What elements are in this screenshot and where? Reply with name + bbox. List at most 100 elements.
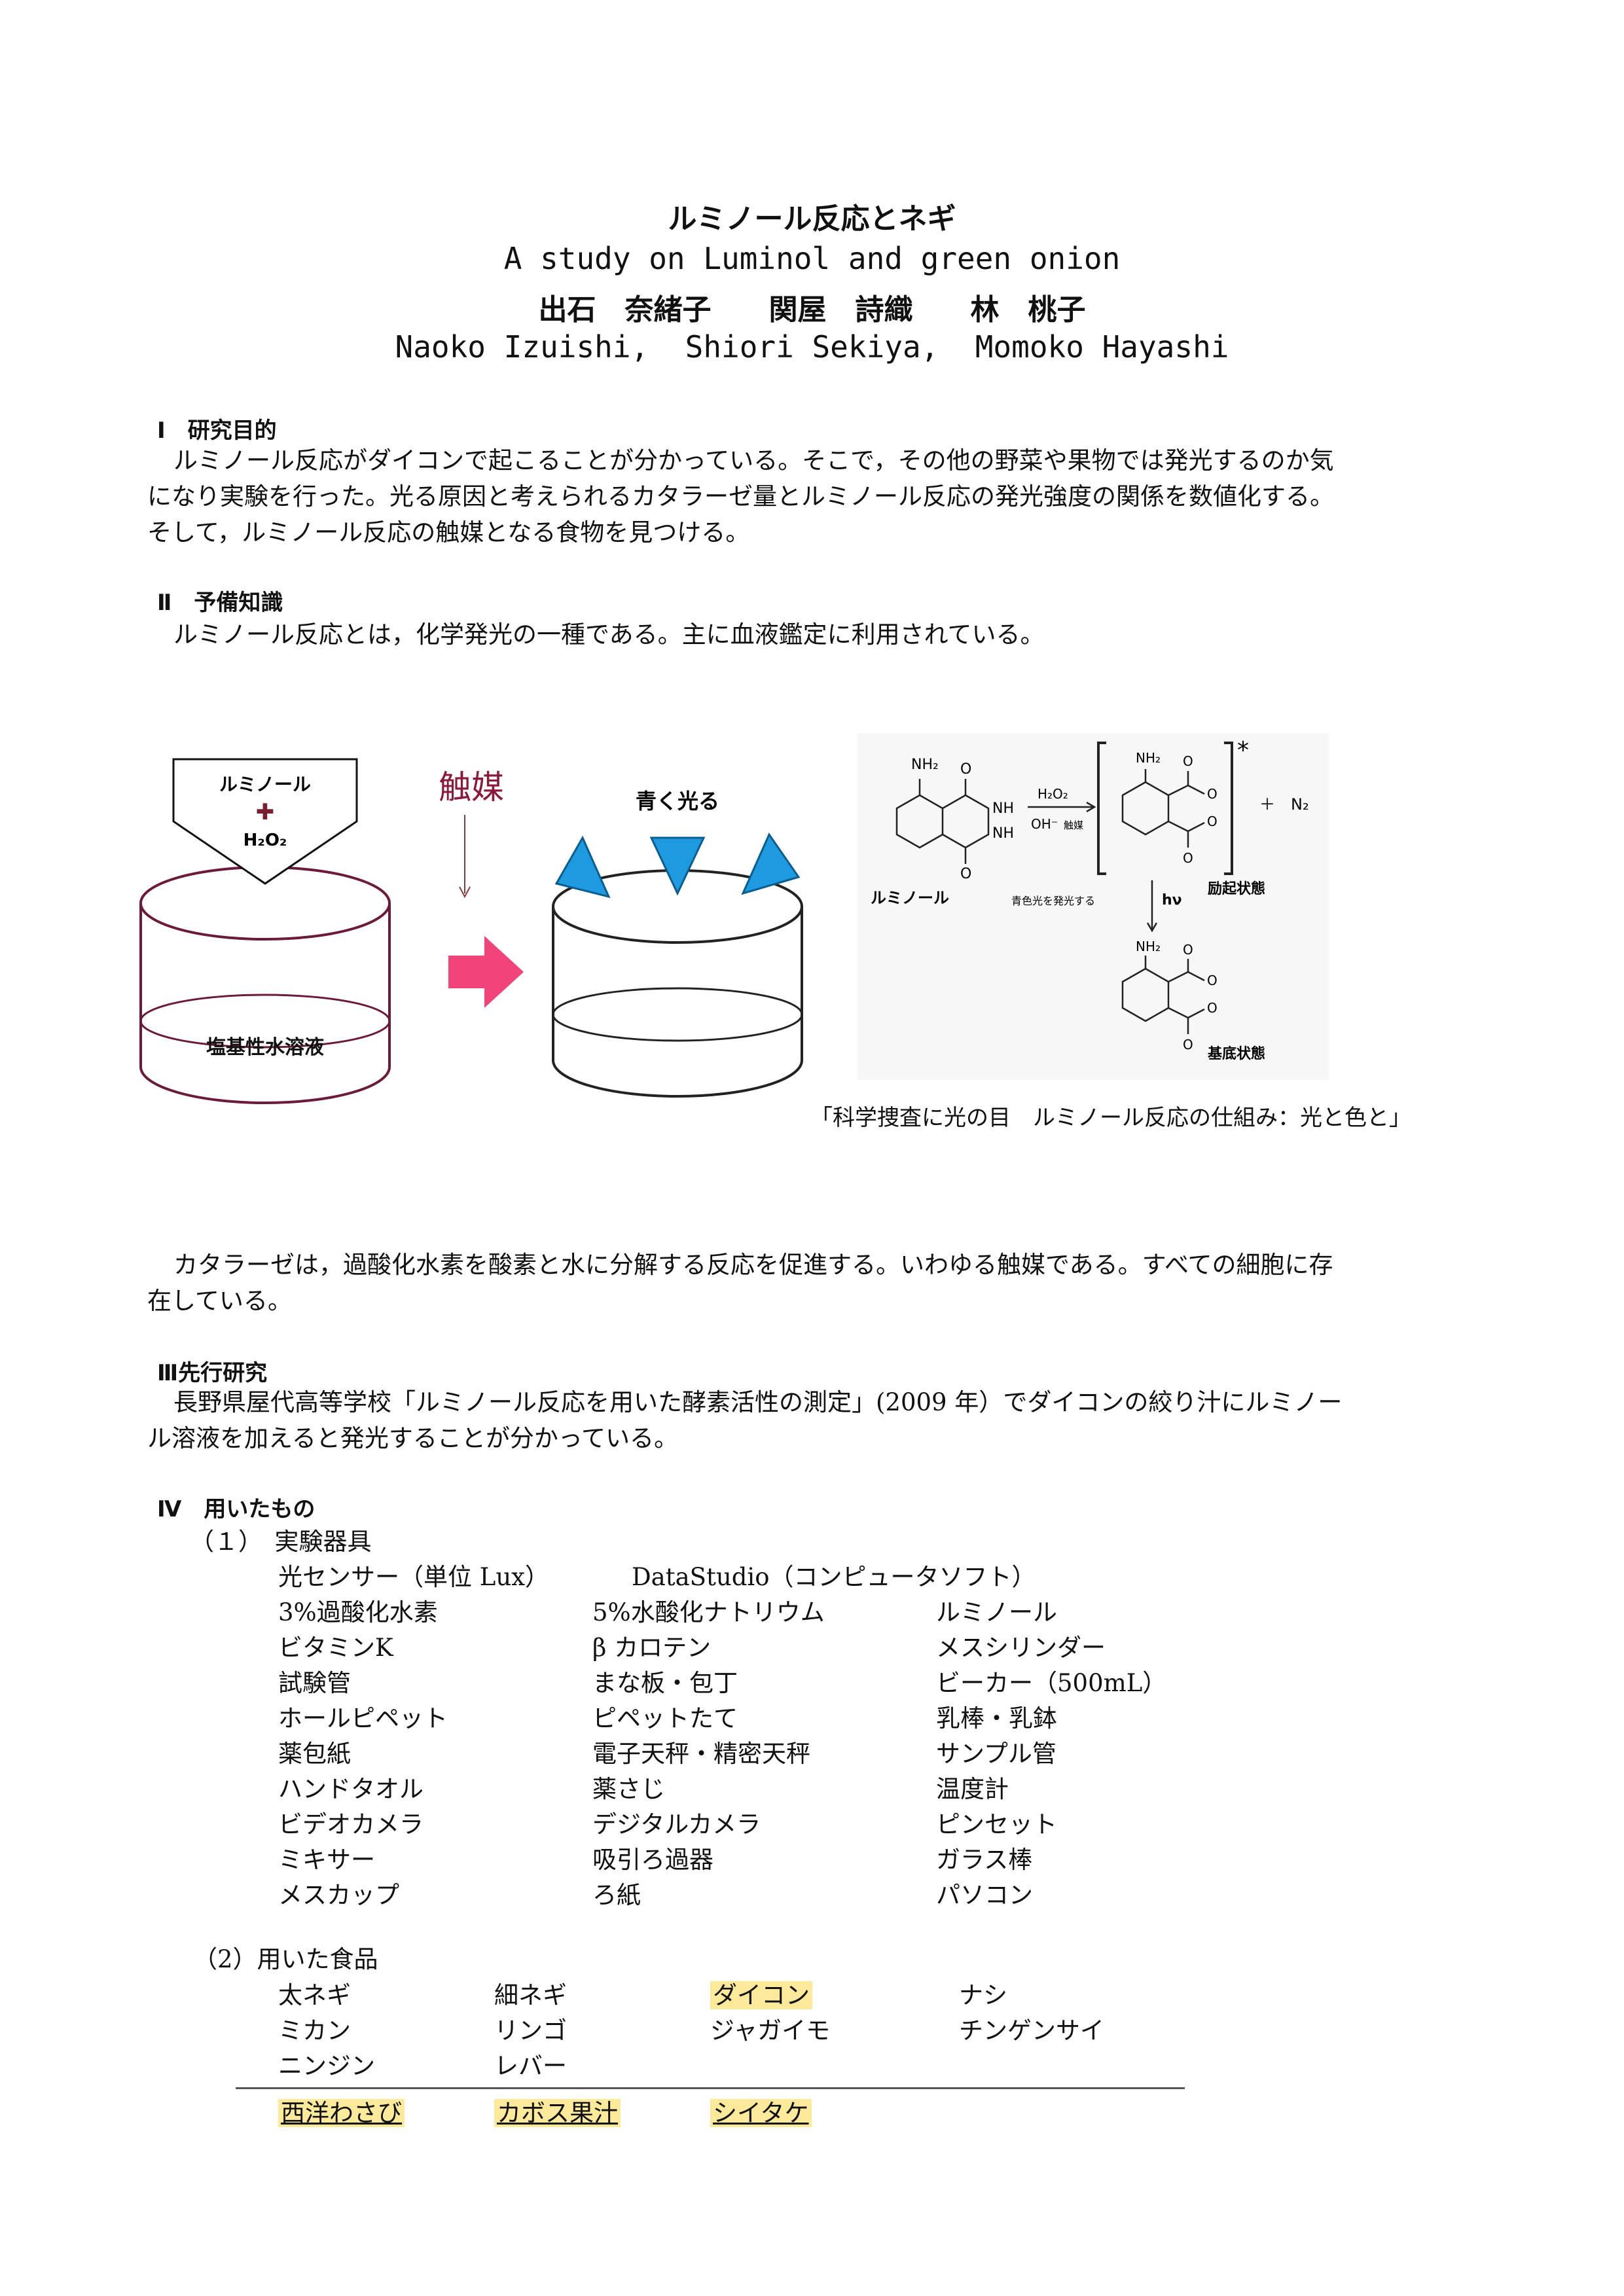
down-arrow-head — [459, 886, 471, 899]
glow-label: 青く光る — [636, 789, 719, 814]
food-label: カボス果汁 — [494, 2099, 621, 2127]
food-label: ナシ — [959, 1981, 1007, 2009]
section-2-heading: Ⅱ 予備知識 — [157, 590, 283, 616]
food-label: ダイコン — [710, 1981, 812, 2009]
food-item: チンゲンサイ — [959, 2011, 1104, 2046]
food-label: チンゲンサイ — [959, 2017, 1104, 2045]
equipment-item: ビデオカメラ — [278, 1810, 424, 1839]
food-label: レバー — [494, 2052, 567, 2080]
equipment-item: ミキサー — [278, 1846, 375, 1874]
food-label: 細ネギ — [494, 1981, 567, 2009]
food-item-highlighted: シイタケ — [710, 2093, 812, 2128]
food-label: ジャガイモ — [710, 2017, 831, 2045]
catalyst-label: 触媒 — [439, 768, 504, 806]
section-3-line: ル溶液を加えると発光することが分かっている。 — [147, 1424, 679, 1452]
catalase-body: カタラーゼは，過酸化水素を酸素と水に分解する反応を促進する。いわゆる触媒である。… — [147, 1247, 1489, 1319]
section-1-body: ルミノール反応がダイコンで起こることが分かっている。そこで，その他の野菜や果物で… — [147, 442, 1489, 550]
excited-star: * — [1237, 737, 1249, 764]
equipment-item: サンプル管 — [936, 1740, 1056, 1768]
equipment-item: 乳棒・乳鉢 — [936, 1704, 1057, 1732]
reagent-luminol: ルミノール — [219, 774, 311, 795]
ground-molecule — [1121, 956, 1205, 1034]
food-label: 太ネギ — [278, 1981, 351, 2009]
section-1-heading: Ⅰ 研究目的 — [157, 418, 277, 444]
diagram-background — [857, 733, 1329, 1080]
section-3-body: 長野県屋代高等学校「ルミノール反応を用いた酵素活性の測定」(2009 年）でダイ… — [147, 1384, 1489, 1456]
catalase-line: カタラーゼは，過酸化水素を酸素と水に分解する反応を促進する。いわゆる触媒である。… — [173, 1251, 1333, 1279]
equipment-item: 温度計 — [936, 1775, 1009, 1803]
oh-label: OH⁻ — [1031, 816, 1058, 832]
section-2-line: ルミノール反応とは，化学発光の一種である。主に血液鑑定に利用されている。 — [173, 620, 1045, 649]
equipment-item: ハンドタオル — [278, 1775, 424, 1803]
pink-arrow-icon — [448, 936, 524, 1008]
equipment-item: デジタルカメラ — [592, 1810, 761, 1839]
plus-n2-label: ＋ N₂ — [1259, 795, 1309, 814]
figure-caption: 「科学捜査に光の目 ルミノール反応の仕組み：光と色と」 — [810, 1105, 1411, 1131]
equipment-item: 3%過酸化水素 — [278, 1598, 438, 1626]
nh-label: NH — [992, 800, 1014, 817]
equipment-item: ろ紙 — [592, 1881, 641, 1909]
equipment-item: ピペットたて — [592, 1704, 738, 1732]
food-item: ミカン — [278, 2011, 351, 2046]
food-item: ジャガイモ — [710, 2011, 830, 2046]
nh2-label: NH₂ — [1136, 750, 1161, 766]
section-1-line: になり実験を行った。光る原因と考えられるカタラーゼ量とルミノール反応の発光強度の… — [147, 482, 1334, 511]
equipment-item: 電子天秤・精密天秤 — [592, 1740, 810, 1768]
food-label: ニンジン — [278, 2052, 375, 2080]
equipment-item: DataStudio（コンピュータソフト） — [632, 1563, 1036, 1591]
equipment-item: 吸引ろ過器 — [592, 1846, 713, 1874]
equipment-item: ホールピペット — [278, 1704, 448, 1732]
reaction-arrow-head — [1086, 801, 1096, 813]
o-label: O — [1207, 973, 1218, 988]
nh2-label: NH₂ — [1136, 939, 1161, 954]
equipment-item: ピンセット — [936, 1810, 1057, 1839]
food-item-highlighted: 西洋わさび — [278, 2093, 405, 2128]
equipment-item: 試験管 — [278, 1669, 351, 1697]
o-label: O — [1183, 942, 1193, 958]
equipment-item: ガラス棒 — [936, 1846, 1033, 1874]
section-1-line: そして，ルミノール反応の触媒となる食物を見つける。 — [147, 518, 750, 547]
reagent-box — [172, 758, 358, 885]
solution-label: 塩基性水溶液 — [206, 1036, 324, 1059]
food-label: 西洋わさび — [278, 2099, 405, 2127]
blue-light-icon — [649, 836, 706, 896]
emission-arrow-head — [1146, 922, 1158, 933]
food-label: シイタケ — [710, 2099, 812, 2127]
food-item: ニンジン — [278, 2046, 375, 2081]
section-1-line: ルミノール反応がダイコンで起こることが分かっている。そこで，その他の野菜や果物で… — [173, 446, 1334, 475]
o-label: O — [960, 866, 971, 882]
food-label: ミカン — [278, 2017, 351, 2045]
h2o2-label: H₂O₂ — [1038, 786, 1068, 802]
luminol-molecule — [895, 779, 990, 864]
ground-label: 基底状態 — [1208, 1045, 1265, 1062]
blue-light-icon — [554, 835, 611, 899]
equipment-item: ビタミンK — [278, 1634, 393, 1662]
food-item: 太ネギ — [278, 1975, 351, 2011]
food-item: ダイコン — [710, 1975, 812, 2011]
reaction-illustration: 塩基性水溶液 ルミノール ✚ H₂O₂ 触媒 青く光る — [139, 758, 803, 1104]
hv-label: hν — [1162, 892, 1182, 908]
equipment-item: パソコン — [936, 1881, 1033, 1909]
left-beaker — [139, 866, 391, 1104]
equipment-item: 薬包紙 — [278, 1740, 351, 1768]
equipment-item: メスカップ — [278, 1881, 399, 1909]
section-4-heading: Ⅳ 用いたもの — [157, 1496, 316, 1522]
food-item: リンゴ — [494, 2011, 567, 2046]
food-label: リンゴ — [494, 2017, 567, 2045]
equipment-item: 光センサー（単位 Lux） — [278, 1563, 550, 1591]
luminol-mechanism-diagram: NH₂ O NH NH O ルミノール H₂O₂ OH⁻ 触媒 * NH₂ O … — [857, 733, 1329, 1080]
foods-subheading: （2）用いた食品 — [193, 1945, 378, 1973]
equipment-item: まな板・包丁 — [592, 1669, 738, 1697]
o-label: O — [1207, 814, 1218, 829]
food-item: ナシ — [959, 1975, 1007, 2011]
o-label: O — [1183, 1037, 1193, 1052]
food-item-highlighted: カボス果汁 — [494, 2093, 621, 2128]
blue-light-icon — [741, 832, 801, 895]
o-label: O — [1207, 1000, 1218, 1016]
nh-label: NH — [992, 825, 1014, 842]
catalase-line: 在している。 — [147, 1287, 292, 1315]
authors-en: Naoko Izuishi, Shiori Sekiya, Momoko Hay… — [395, 329, 1229, 365]
plus-icon: ✚ — [256, 799, 275, 825]
o-label: O — [1207, 786, 1218, 802]
bracket-right — [1224, 742, 1233, 875]
